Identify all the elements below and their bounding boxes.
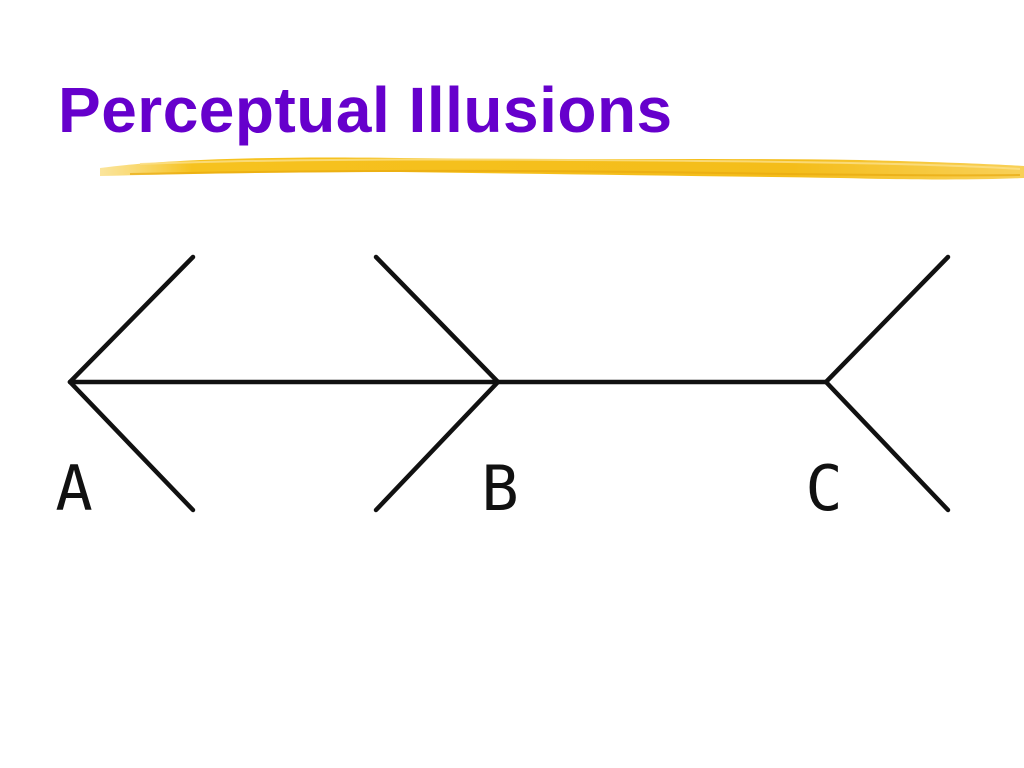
slide-title: Perceptual Illusions xyxy=(58,74,673,146)
title-brush-underline xyxy=(100,157,1024,180)
fin-c-upper xyxy=(823,254,951,385)
point-label-b: B xyxy=(481,452,518,525)
point-label-c: C xyxy=(805,452,842,525)
fin-b-upper xyxy=(373,254,501,385)
fin-c-lower xyxy=(823,379,951,513)
fin-b-lower xyxy=(373,379,501,513)
point-label-a: A xyxy=(55,452,92,525)
fin-a-lower xyxy=(67,379,196,513)
fin-a-upper xyxy=(67,254,196,385)
